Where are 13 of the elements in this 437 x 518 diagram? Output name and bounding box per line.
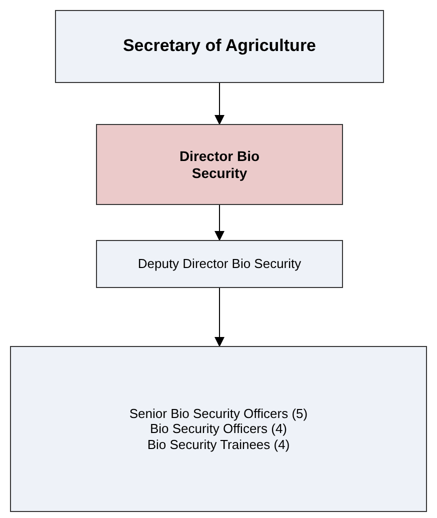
org-box — [96, 124, 343, 205]
role-title: Director Bio Security — [178, 148, 261, 182]
arrow — [214, 204, 224, 241]
org-box — [55, 10, 384, 83]
role-title: Senior Bio Security Officers (5) — [129, 406, 308, 422]
role-title: Deputy Director Bio Security — [138, 256, 302, 272]
org-box — [10, 346, 427, 512]
role-title: Bio Security Officers (4) — [150, 421, 288, 437]
arrow — [214, 288, 224, 347]
org-box — [96, 240, 343, 288]
role-title: Secretary of Agriculture — [122, 36, 316, 57]
arrow — [214, 82, 224, 125]
role-title: Bio Security Trainees (4) — [147, 436, 290, 452]
